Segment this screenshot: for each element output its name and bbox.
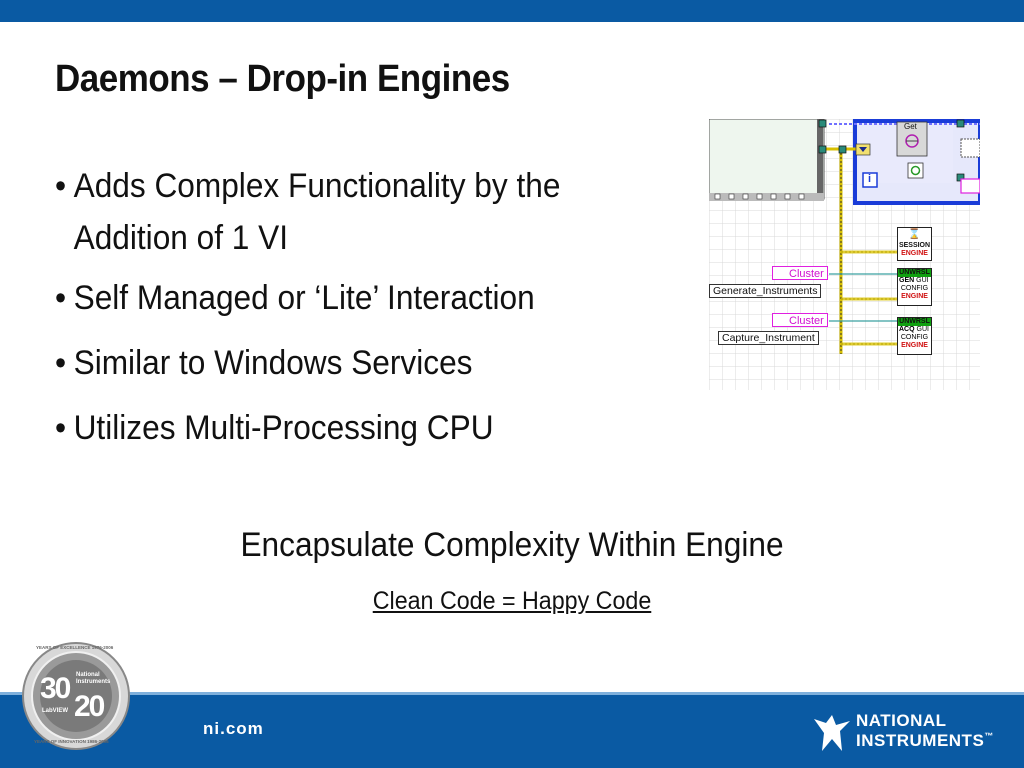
acq-label: ACQ xyxy=(899,326,915,333)
badge-ring-bottom-text: YEARS OF INNOVATION 1986-2006 xyxy=(34,739,109,744)
bullet-dot: • xyxy=(55,344,67,382)
engine-label: ENGINE xyxy=(901,293,928,300)
gui-label: GUI xyxy=(916,277,929,284)
unwrsl-label: UNWRSL xyxy=(898,269,931,277)
get-node-label: Get xyxy=(904,122,917,131)
top-bar xyxy=(0,0,1024,22)
cluster-text: Cluster xyxy=(789,315,824,327)
labview-diagram-image: Get i ⌛ SESSION ENGINE UNWRSL GEN GUI CO… xyxy=(709,119,980,390)
brand-line2-text: INSTRUMENTS xyxy=(856,731,985,750)
badge-seal-icon xyxy=(22,642,130,750)
ni-logo: NATIONAL INSTRUMENTS™ xyxy=(812,711,1002,757)
brand-line2: INSTRUMENTS™ xyxy=(856,731,994,751)
footer-bar xyxy=(0,692,1024,768)
bullet-item: •Utilizes Multi-Processing CPU xyxy=(55,408,650,448)
bullet-dot: • xyxy=(55,167,67,205)
cluster-constant: Cluster xyxy=(772,266,828,280)
cluster-text: Cluster xyxy=(789,268,824,280)
site-link[interactable]: ni.com xyxy=(203,719,264,738)
bullet-text: Adds Complex Functionality by the Additi… xyxy=(73,167,561,257)
tagline: Encapsulate Complexity Within Engine xyxy=(240,526,784,564)
acq-gui-config-engine-node: UNWRSL ACQ GUI CONFIG ENGINE xyxy=(897,317,932,355)
unwrsl-label: UNWRSL xyxy=(898,318,931,326)
badge-instruments: Instruments xyxy=(76,679,111,685)
bullet-item: •Self Managed or ‘Lite’ Interaction xyxy=(55,278,650,318)
eagle-logo-icon xyxy=(814,715,850,751)
badge-30: 30 xyxy=(40,672,71,705)
bullet-dot: • xyxy=(55,409,67,447)
badge-ring-top-text: YEARS OF EXCELLENCE 1976-2006 xyxy=(36,645,114,650)
brand-line1: NATIONAL xyxy=(856,711,947,730)
bullet-list: •Adds Complex Functionality by the Addit… xyxy=(55,160,695,473)
engine-label: ENGINE xyxy=(901,342,928,349)
gui-label: GUI xyxy=(916,326,929,333)
trademark: ™ xyxy=(984,731,994,741)
capture-instrument-constant: Capture_Instrument xyxy=(718,331,819,345)
badge-20: 20 xyxy=(74,690,105,723)
bullet-text: Utilizes Multi-Processing CPU xyxy=(73,409,494,447)
bullet-text: Similar to Windows Services xyxy=(73,344,473,382)
bullet-item: •Adds Complex Functionality by the Addit… xyxy=(55,160,650,264)
session-engine-node: ⌛ SESSION ENGINE xyxy=(897,227,932,261)
subline: Clean Code = Happy Code xyxy=(372,587,652,615)
engine-label: ENGINE xyxy=(901,250,928,257)
badge-national: National xyxy=(76,672,100,678)
bullet-text: Self Managed or ‘Lite’ Interaction xyxy=(73,279,535,317)
slide-title: Daemons – Drop-in Engines xyxy=(55,58,510,100)
config-label: CONFIG xyxy=(900,285,929,292)
info-icon: i xyxy=(868,173,872,185)
session-label: SESSION xyxy=(898,242,931,249)
bullet-dot: • xyxy=(55,279,67,317)
gen-gui-config-engine-node: UNWRSL GEN GUI CONFIG ENGINE xyxy=(897,268,932,306)
badge-labview: LabVIEW xyxy=(42,708,69,714)
generate-instruments-constant: Generate_Instruments xyxy=(709,284,822,298)
anniversary-badge: 30 20 National Instruments LabVIEW YEARS… xyxy=(22,642,130,750)
gen-label: GEN xyxy=(899,277,915,284)
bullet-item: •Similar to Windows Services xyxy=(55,343,650,383)
cluster-constant: Cluster xyxy=(772,313,828,327)
config-label: CONFIG xyxy=(900,334,929,341)
diagram-grid xyxy=(709,119,980,390)
